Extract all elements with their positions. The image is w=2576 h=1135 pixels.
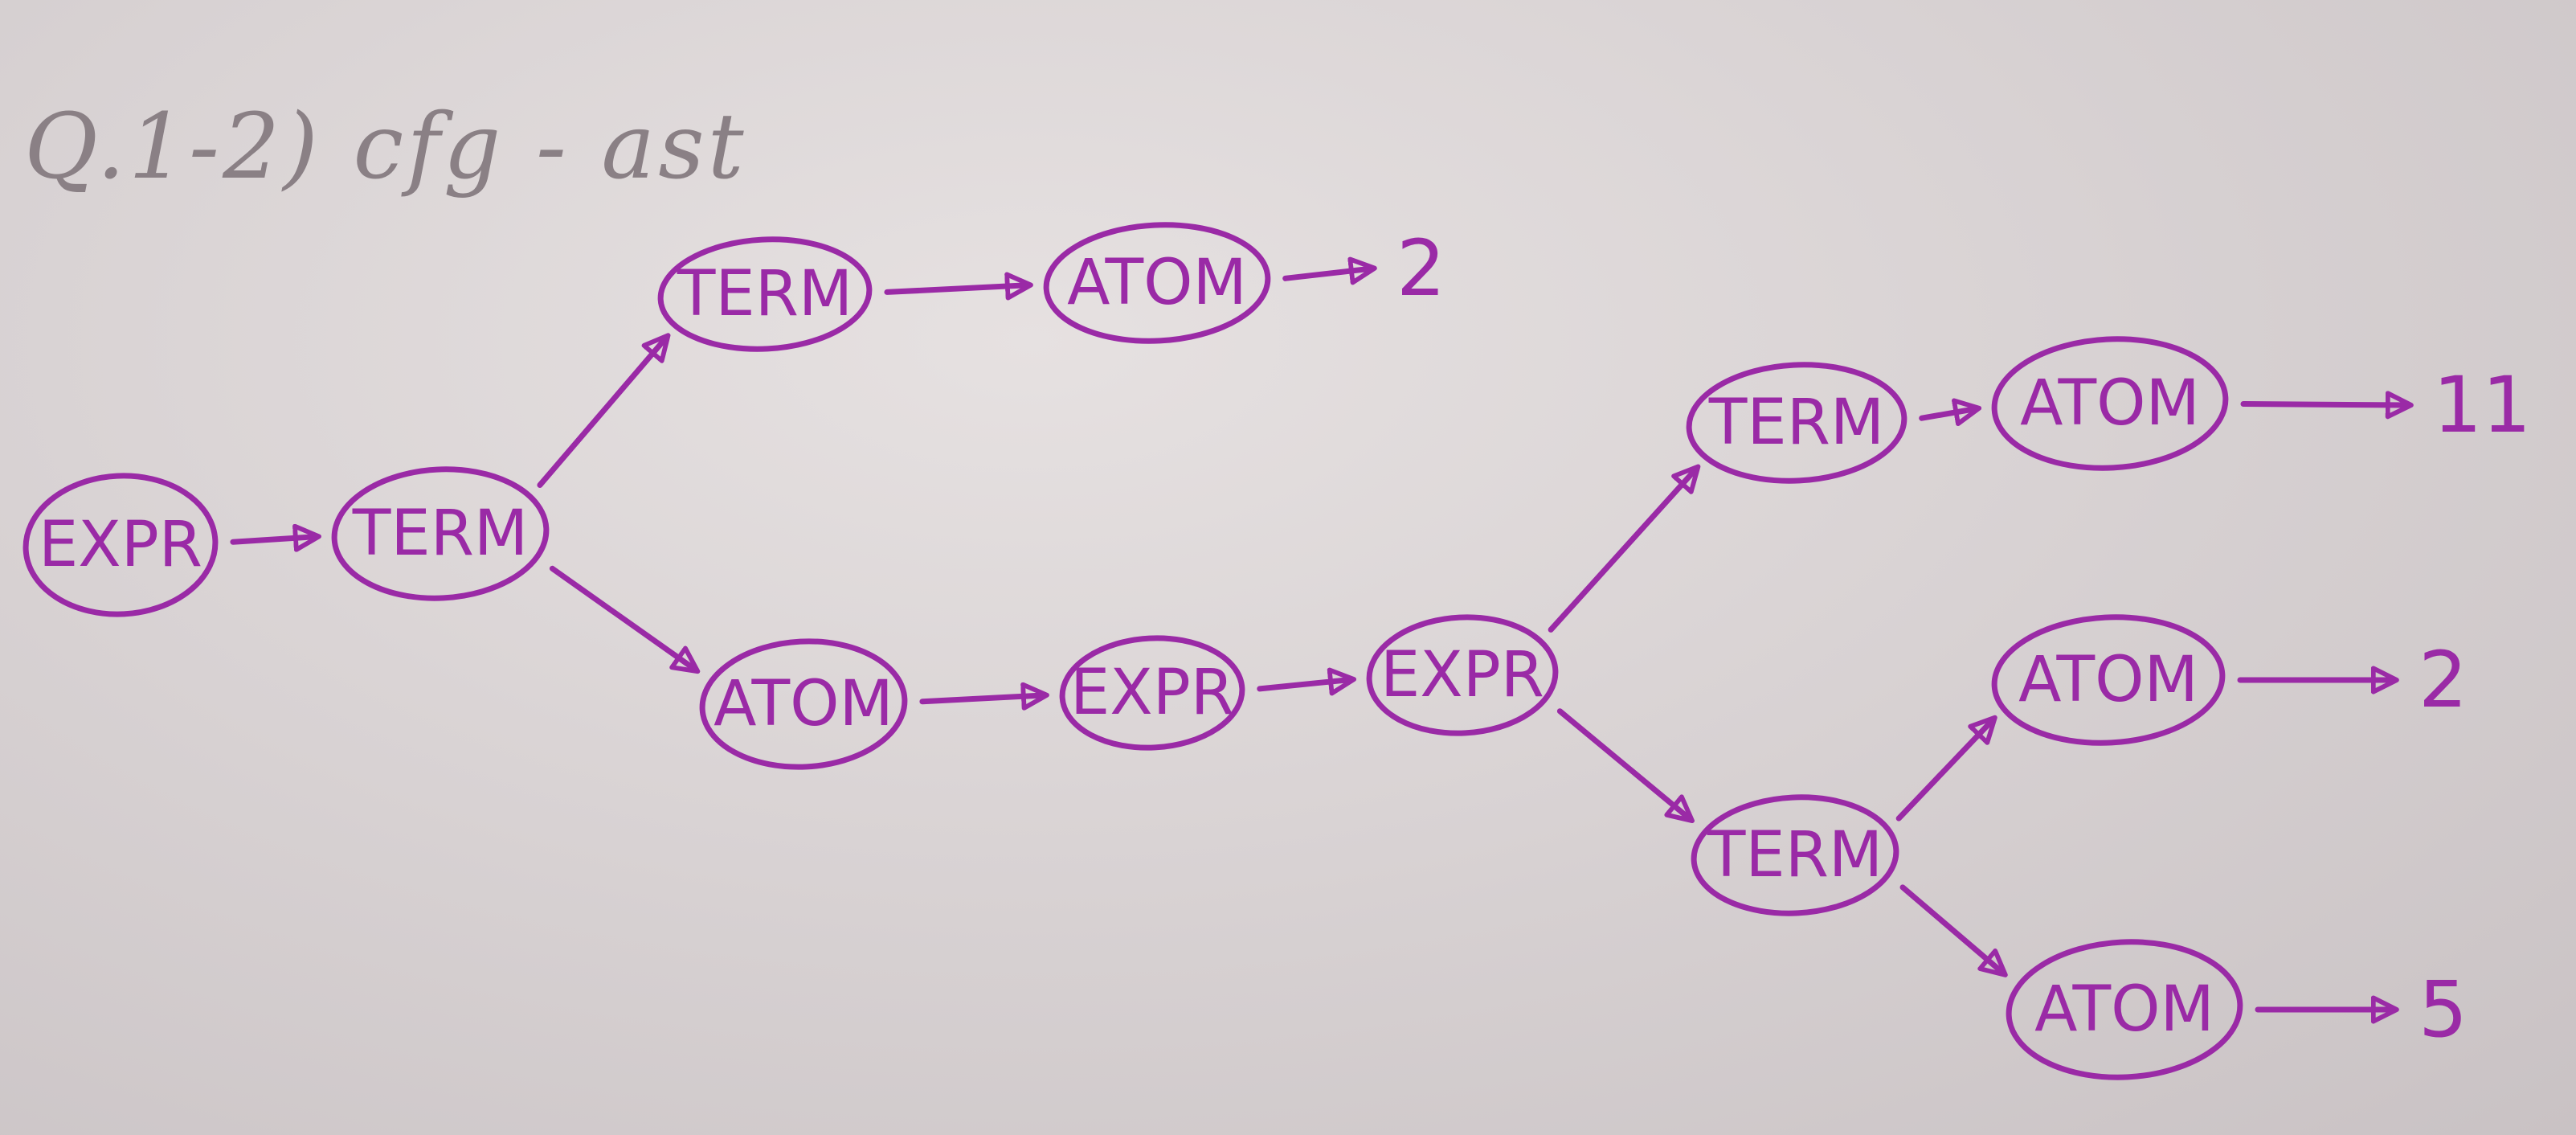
node-label: TERM [677,258,853,330]
edge-arrow [1919,398,1982,427]
node-label: ATOM [2034,973,2214,1046]
node-ellipse [1686,362,1907,484]
edges-layer [230,256,2414,1024]
node-label: EXPR [39,509,202,581]
tree-node-term: TERM [657,236,873,352]
edge-arrow [2240,391,2414,420]
page-title: Q.1-2) cfg - ast [24,95,747,199]
node-label: EXPR [1070,657,1234,729]
edge-arrow [1548,464,1701,633]
node-ellipse [1991,336,2229,471]
edge-arrow [1899,884,2008,977]
node-ellipse [1991,614,2226,746]
node-label: ATOM [2018,644,2198,716]
edge-arrow [1257,667,1357,696]
tree-node-atom: ATOM [1991,614,2226,746]
node-ellipse [657,236,873,352]
tree-node-expr: EXPR [22,473,219,617]
nodes-layer: EXPR TERM TERM ATOM ATOM EXPR EXPR TERM ATOM TERM… [22,222,2531,1080]
node-label: ATOM [1067,247,1247,319]
node-ellipse [1691,794,1899,916]
tree-node-atom: ATOM [699,638,908,770]
tree-node-term: TERM [1691,794,1899,916]
tree-node-expr: EXPR [1059,635,1245,751]
edge-arrow [549,565,701,674]
node-ellipse [1366,614,1559,736]
node-label: ATOM [714,668,893,740]
node-label: TERM [1707,819,1883,891]
edge-arrow [919,682,1049,711]
node-label: EXPR [1380,639,1544,711]
node-ellipse [1059,635,1245,751]
tree-node-atom: ATOM [1043,222,1271,344]
leaf-value: 5 [2419,965,2468,1055]
node-label: ATOM [2020,367,2200,440]
edge-arrow [884,272,1033,301]
tree-node-atom: ATOM [1991,336,2229,471]
tree-node-term: TERM [1686,362,1907,484]
leaf-value: 11 [2433,360,2531,450]
edge-arrow [230,523,321,552]
node-ellipse [1043,222,1271,344]
tree-node-atom: ATOM [2006,939,2243,1080]
node-ellipse [2006,939,2243,1080]
edge-arrow [1556,708,1695,824]
leaf-value: 2 [1396,223,1445,313]
edge-arrow [537,333,671,488]
edge-arrow [1282,256,1377,285]
node-label: TERM [1708,387,1884,459]
edge-arrow [1895,715,1997,822]
node-label: TERM [352,498,528,570]
node-ellipse [331,466,550,601]
node-ellipse [699,638,908,770]
tree-node-expr: EXPR [1366,614,1559,736]
leaf-value: 2 [2419,635,2468,725]
node-ellipse [22,473,219,617]
tree-node-term: TERM [331,466,550,601]
